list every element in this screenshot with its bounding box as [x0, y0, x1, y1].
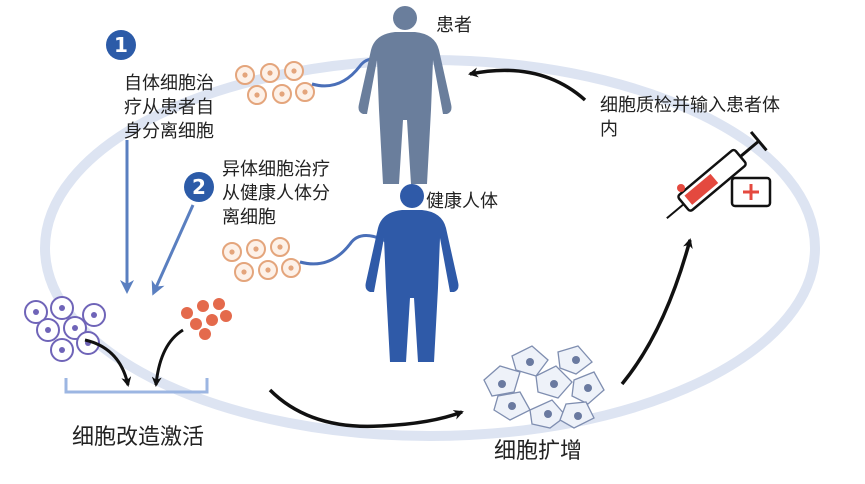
- medical-kit-icon: [730, 176, 772, 208]
- label-patient: 患者: [436, 15, 472, 36]
- allogeneic-arrow: [151, 204, 195, 296]
- label-modify: 细胞改造激活: [72, 425, 205, 450]
- syringe-icon: [666, 130, 768, 220]
- label-expand: 细胞扩增: [494, 439, 583, 464]
- label-healthy: 健康人体: [426, 191, 498, 212]
- tray-bracket: [64, 378, 209, 394]
- label-allogeneic: 异体细胞治疗从健康人体分离细胞: [222, 159, 330, 228]
- merge-arrow-right: [151, 328, 184, 387]
- badge-1: 1: [106, 30, 136, 60]
- red-cell-cluster: [181, 298, 232, 340]
- to-qc-arrow: [620, 238, 693, 386]
- expansion-cell-nuclei: [498, 356, 592, 420]
- badge-2: 2: [184, 172, 214, 202]
- patient-cell-cluster: [235, 61, 315, 105]
- purple-cell-cluster: [24, 296, 106, 362]
- to-patient-arrow: [468, 67, 587, 102]
- expansion-cell-cluster: [483, 345, 605, 429]
- label-autologous: 自体细胞治疗从患者自身分离细胞: [124, 73, 214, 142]
- healthy-cell-cluster: [222, 237, 301, 282]
- merge-arrow-left: [84, 338, 132, 387]
- to-expansion-arrow: [268, 388, 464, 429]
- label-qc: 细胞质检并输入患者体内: [600, 95, 780, 140]
